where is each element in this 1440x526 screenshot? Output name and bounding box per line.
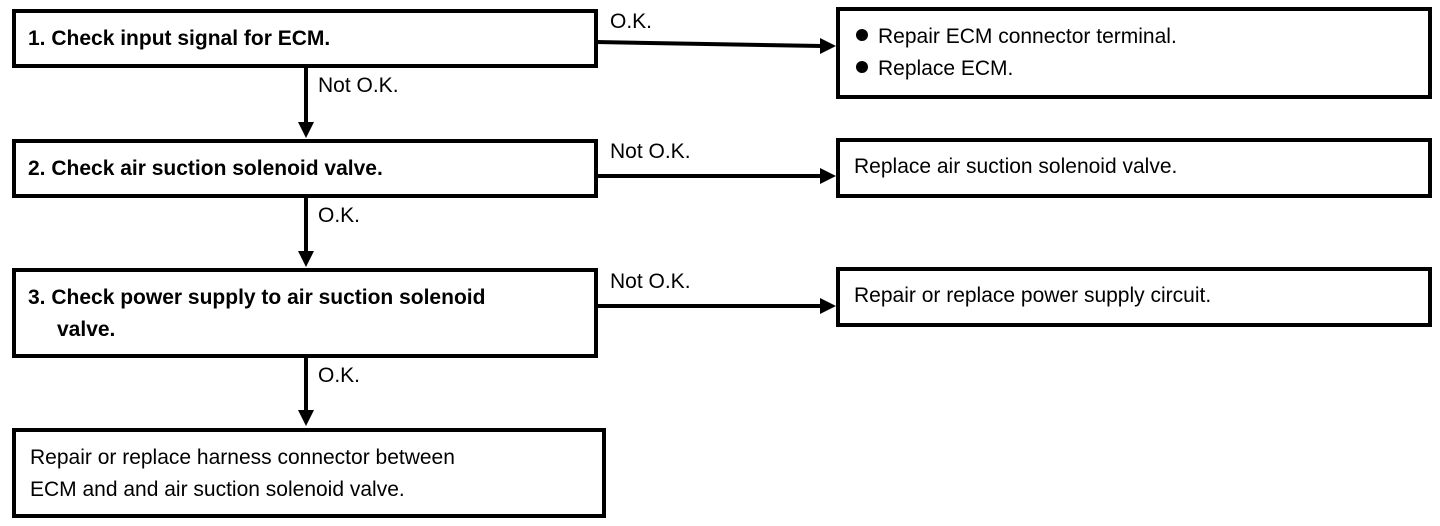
ecm-repair-box: Repair ECM connector terminal. Replace E… <box>836 7 1432 99</box>
step-2-box: 2. Check air suction solenoid valve. <box>12 139 598 198</box>
power-repair-text: Repair or replace power supply circuit. <box>854 284 1212 307</box>
final-action-line1: Repair or replace harness connector betw… <box>30 446 455 469</box>
ecm-repair-item-2: Replace ECM. <box>856 53 1177 85</box>
bullet-icon <box>856 29 868 41</box>
step-2-number: 2. <box>28 157 46 180</box>
power-repair-box: Repair or replace power supply circuit. <box>836 267 1432 327</box>
branch-label-step1-ok: O.K. <box>610 10 653 33</box>
replace-valve-box: Replace air suction solenoid valve. <box>836 138 1432 198</box>
step-3-number: 3. <box>28 286 46 309</box>
arrowhead-right-1 <box>820 38 836 54</box>
step-1-box: 1. Check input signal for ECM. <box>12 9 598 68</box>
final-action-box: Repair or replace harness connector betw… <box>12 428 606 518</box>
step-2-label: Check air suction solenoid valve. <box>51 157 383 180</box>
arrowhead-down-1 <box>298 122 314 138</box>
step-1-text: 1. Check input signal for ECM. <box>28 23 330 55</box>
arrowhead-right-3 <box>820 298 836 314</box>
step-1-label: Check input signal for ECM. <box>51 27 331 50</box>
step-2-text: 2. Check air suction solenoid valve. <box>28 153 383 185</box>
step-3-label-line2: valve. <box>57 318 116 341</box>
arrowhead-down-2 <box>298 251 314 267</box>
final-action-text: Repair or replace harness connector betw… <box>30 442 455 506</box>
arrow-step1-to-ecm-repair <box>595 40 823 48</box>
final-action-line2: ECM and and air suction solenoid valve. <box>30 478 405 501</box>
step-3-box: 3. Check power supply to air suction sol… <box>12 268 598 358</box>
step-3-label-line1: Check power supply to air suction soleno… <box>51 286 486 309</box>
branch-label-step1-not-ok: Not O.K. <box>318 74 399 97</box>
step-1-number: 1. <box>28 27 46 50</box>
step-3-text: 3. Check power supply to air suction sol… <box>28 282 485 346</box>
arrowhead-right-2 <box>820 168 836 184</box>
arrowhead-down-3 <box>298 410 314 426</box>
ecm-repair-list: Repair ECM connector terminal. Replace E… <box>856 21 1177 85</box>
branch-label-step3-ok: O.K. <box>318 364 361 387</box>
branch-label-step3-not-ok: Not O.K. <box>610 270 691 293</box>
branch-label-step2-not-ok: Not O.K. <box>610 140 691 163</box>
replace-valve-text: Replace air suction solenoid valve. <box>854 155 1178 178</box>
bullet-icon <box>856 61 868 73</box>
branch-label-step2-ok: O.K. <box>318 204 361 227</box>
ecm-repair-item-1: Repair ECM connector terminal. <box>856 21 1177 53</box>
